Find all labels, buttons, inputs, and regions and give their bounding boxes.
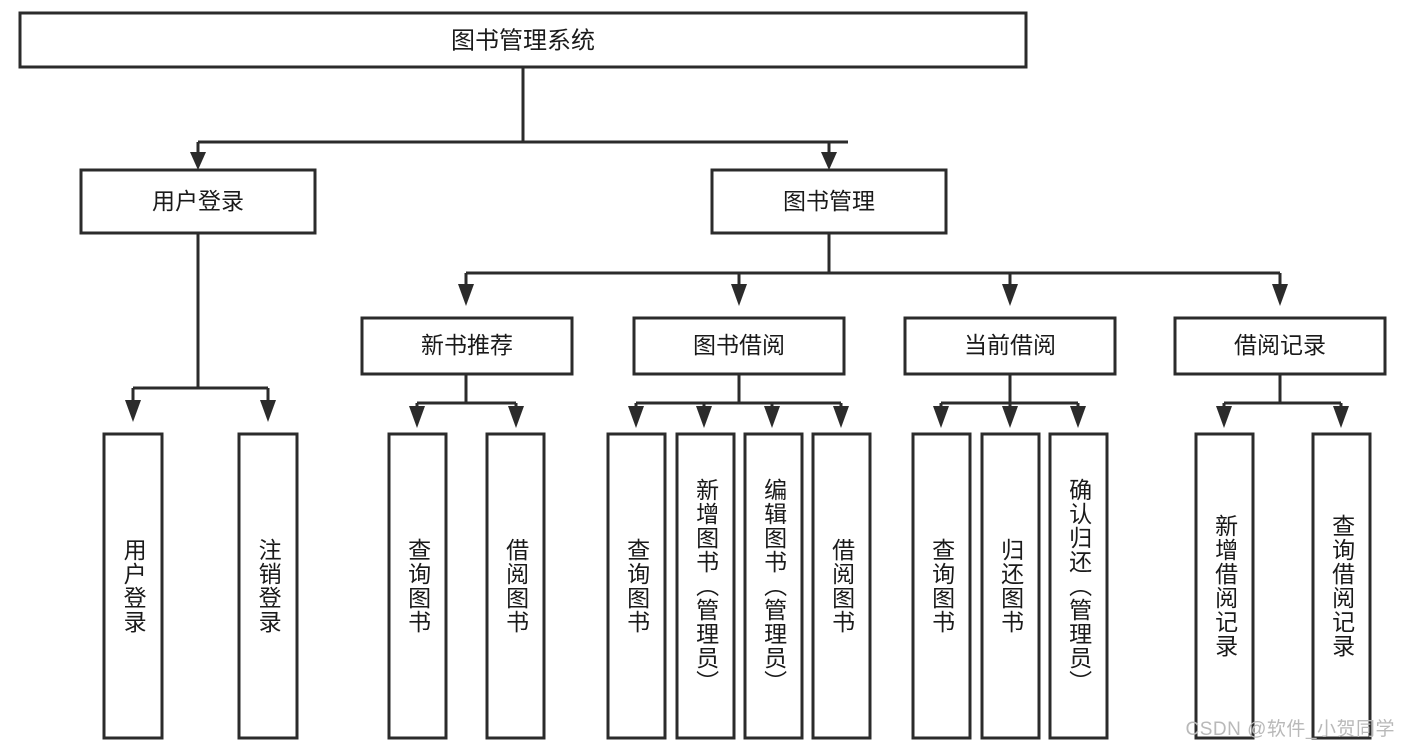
arrowhead-leaf-add-book [696,406,712,428]
arrowhead-borrow-record [1272,284,1288,306]
leaf-box-user-login[interactable] [102,432,164,740]
node-new-book-recommend-label: 新书推荐 [421,332,513,358]
arrowhead-leaf-user-login [125,400,141,422]
arrowhead-leaf-query-record [1333,406,1349,428]
node-borrow-record-box[interactable] [1173,316,1387,376]
arrowhead-user-login [190,152,206,170]
node-borrow-record-label: 借阅记录 [1234,332,1326,358]
arrowhead-leaf-return-book [1002,406,1018,428]
node-title-box[interactable] [18,11,1028,69]
arrowhead-book-borrow [731,284,747,306]
leaf-box-query-book-2[interactable] [606,432,667,740]
arrowhead-leaf-borrow-book-1 [508,406,524,428]
arrowhead-leaf-query-book-2 [628,406,644,428]
node-book-management-label: 图书管理 [783,188,875,214]
node-user-login-label: 用户登录 [152,188,244,214]
arrowhead-new-book-recommend [458,284,474,306]
watermark-text: CSDN @软件_小贺同学 [1185,719,1395,740]
node-book-borrow-label: 图书借阅 [693,332,785,358]
arrowhead-leaf-query-book-1 [409,406,425,428]
arrowhead-leaf-borrow-book-2 [833,406,849,428]
node-current-borrow-box[interactable] [903,316,1117,376]
arrowhead-book-management [821,152,837,170]
leaf-box-query-book-1[interactable] [387,432,448,740]
node-user-login[interactable]: 用户登录 [79,168,317,235]
node-current-borrow-label: 当前借阅 [964,332,1056,358]
arrowhead-leaf-logout-login [260,400,276,422]
node-title[interactable]: 图书管理系统 [18,11,1028,69]
leaf-box-borrow-book-1[interactable] [485,432,546,740]
leaf-box-confirm-return[interactable] [1048,432,1109,740]
node-borrow-record[interactable]: 借阅记录 [1173,316,1387,376]
node-book-borrow[interactable]: 图书借阅 [632,316,846,376]
arrowhead-current-borrow [1002,284,1018,306]
leaf-box-query-record[interactable] [1311,432,1372,740]
leaf-box-edit-book[interactable] [743,432,804,740]
node-book-management-box[interactable] [710,168,948,235]
leaf-box-return-book[interactable] [980,432,1041,740]
node-user-login-box[interactable] [79,168,317,235]
leaf-box-logout-login[interactable] [237,432,299,740]
node-title-label: 图书管理系统 [451,27,595,54]
arrowhead-leaf-edit-book [764,406,780,428]
node-new-book-recommend[interactable]: 新书推荐 [360,316,574,376]
arrowhead-leaf-confirm-return [1070,406,1086,428]
leaf-box-add-book[interactable] [675,432,736,740]
arrowhead-leaf-query-book-3 [933,406,949,428]
arrowhead-leaf-add-record [1216,406,1232,428]
leaf-box-borrow-book-2[interactable] [811,432,872,740]
leaf-box-add-record[interactable] [1194,432,1255,740]
node-current-borrow[interactable]: 当前借阅 [903,316,1117,376]
connectors-group [125,67,1349,428]
node-book-management[interactable]: 图书管理 [710,168,948,235]
leaf-box-query-book-3[interactable] [911,432,972,740]
node-book-borrow-box[interactable] [632,316,846,376]
node-new-book-recommend-box[interactable] [360,316,574,376]
